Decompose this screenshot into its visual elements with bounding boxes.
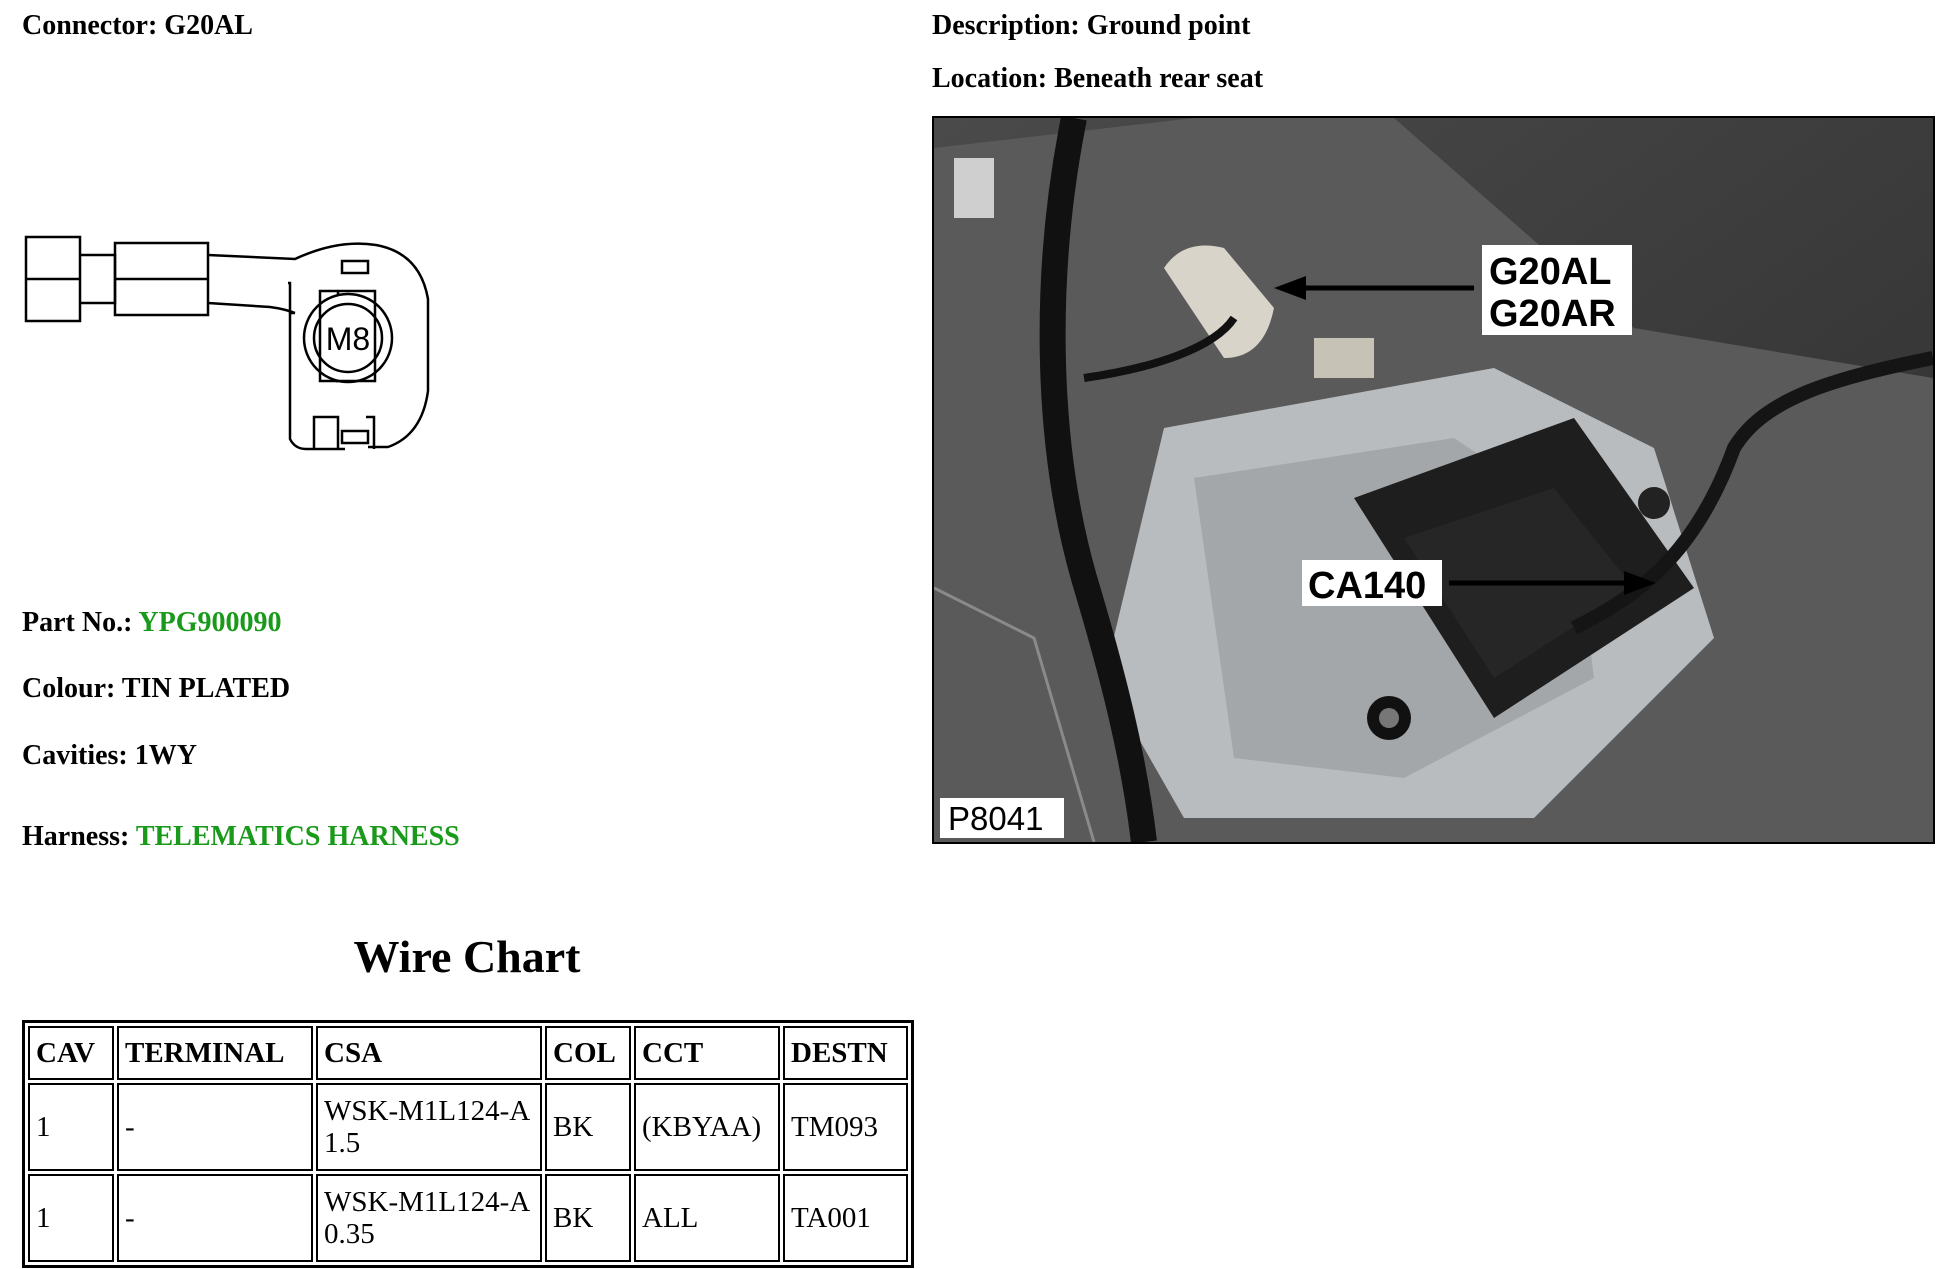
col-csa: CSA	[316, 1026, 542, 1080]
diagram-stud-outer	[302, 292, 394, 384]
cell-cav: 1	[28, 1083, 114, 1171]
description-value: Ground point	[1086, 10, 1251, 41]
part-no-line: Part No.: YPG900090	[22, 607, 281, 639]
cell-col: BK	[545, 1083, 631, 1171]
col-destn: DESTN	[783, 1026, 908, 1080]
cell-destn: TA001	[783, 1174, 908, 1262]
photo-ground-stud	[1164, 245, 1274, 358]
part-no-link[interactable]: YPG900090	[138, 607, 282, 638]
col-terminal: TERMINAL	[117, 1026, 313, 1080]
colour-value: TIN PLATED	[121, 673, 291, 704]
col-cav: CAV	[28, 1026, 114, 1080]
harness-line: Harness: TELEMATICS HARNESS	[22, 821, 460, 853]
connector-diagram: M8	[24, 235, 430, 451]
harness-label: Harness:	[22, 821, 130, 852]
location-label: Location:	[932, 63, 1048, 94]
connector-value: G20AL	[164, 10, 253, 41]
description-label: Description:	[932, 10, 1080, 41]
callout-ca140: CA140	[1308, 565, 1426, 607]
table-row: 1 - WSK-M1L124-A 0.35 BK ALL TA001	[28, 1174, 908, 1262]
harness-link[interactable]: TELEMATICS HARNESS	[135, 821, 460, 852]
cell-terminal: -	[117, 1174, 313, 1262]
colour-label: Colour:	[22, 673, 116, 704]
col-col: COL	[545, 1026, 631, 1080]
location-line: Location: Beneath rear seat	[932, 63, 1263, 95]
table-header-row: CAV TERMINAL CSA COL CCT DESTN	[28, 1026, 908, 1080]
cavities-label: Cavities:	[22, 740, 128, 771]
cell-col: BK	[545, 1174, 631, 1262]
cell-destn: TM093	[783, 1083, 908, 1171]
description-line: Description: Ground point	[932, 10, 1250, 42]
col-cct: CCT	[634, 1026, 780, 1080]
diagram-stud-inner	[312, 302, 384, 374]
diagram-top-slot	[340, 259, 370, 275]
callout-g20ar: G20AR	[1489, 293, 1616, 335]
cell-csa: WSK-M1L124-A 0.35	[316, 1174, 542, 1262]
diagram-bottom-slot	[340, 429, 370, 445]
cavities-value: 1WY	[134, 740, 197, 771]
part-no-label: Part No.:	[22, 607, 133, 638]
location-photo: G20AL G20AR CA140 P8041	[932, 116, 1935, 844]
cell-terminal: -	[117, 1083, 313, 1171]
cavities-line: Cavities: 1WY	[22, 740, 197, 772]
cell-cct: (KBYAA)	[634, 1083, 780, 1171]
connector-label: Connector:	[22, 10, 158, 41]
diagram-marking: M8	[326, 321, 370, 357]
cell-csa: WSK-M1L124-A 1.5	[316, 1083, 542, 1171]
cell-cct: ALL	[634, 1174, 780, 1262]
cell-cav: 1	[28, 1174, 114, 1262]
wire-chart-title: Wire Chart	[353, 931, 581, 982]
location-value: Beneath rear seat	[1054, 63, 1264, 94]
wire-chart-table: CAV TERMINAL CSA COL CCT DESTN 1 - WSK-M…	[22, 1020, 914, 1268]
colour-line: Colour: TIN PLATED	[22, 673, 290, 705]
photo-figure-id: P8041	[948, 800, 1043, 837]
callout-g20al: G20AL	[1489, 251, 1611, 293]
photo-harness	[1039, 118, 1157, 842]
table-row: 1 - WSK-M1L124-A 1.5 BK (KBYAA) TM093	[28, 1083, 908, 1171]
connector-line: Connector: G20AL	[22, 10, 253, 42]
